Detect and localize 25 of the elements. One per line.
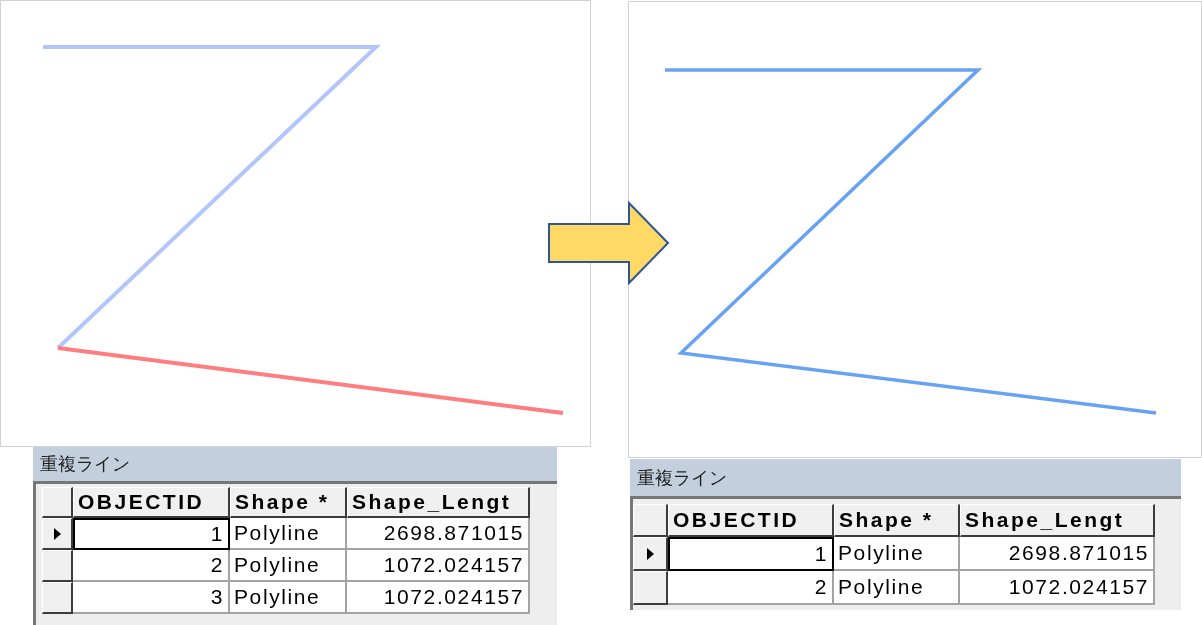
table-cell: 1	[668, 537, 834, 571]
column-header: OBJECTID	[668, 504, 834, 537]
table-cell: 1	[73, 518, 230, 550]
table-cell: Polyline	[230, 582, 347, 614]
column-header: Shape *	[834, 504, 960, 537]
table-cell: 2	[668, 571, 834, 605]
table-cell: 1072.024157	[347, 582, 530, 614]
table-cell: 2	[73, 550, 230, 582]
table-cell: 1072.024157	[347, 550, 530, 582]
table-cell: Polyline	[230, 550, 347, 582]
table-title: 重複ライン	[637, 466, 727, 489]
column-header: Shape *	[230, 487, 347, 518]
table-cell: 3	[73, 582, 230, 614]
table-cell: 2698.871015	[347, 518, 530, 550]
table-cell: 1072.024157	[960, 571, 1155, 605]
table-cell: Polyline	[834, 571, 960, 605]
column-header: Shape_Lengt	[347, 487, 530, 518]
column-header: OBJECTID	[73, 487, 230, 518]
table-cell: Polyline	[834, 537, 960, 571]
column-header: Shape_Lengt	[960, 504, 1155, 537]
map-panel	[0, 0, 591, 447]
table-cell: Polyline	[230, 518, 347, 550]
table-cell: 2698.871015	[960, 537, 1155, 571]
map-panel	[628, 1, 1202, 458]
block-arrow	[548, 200, 670, 286]
